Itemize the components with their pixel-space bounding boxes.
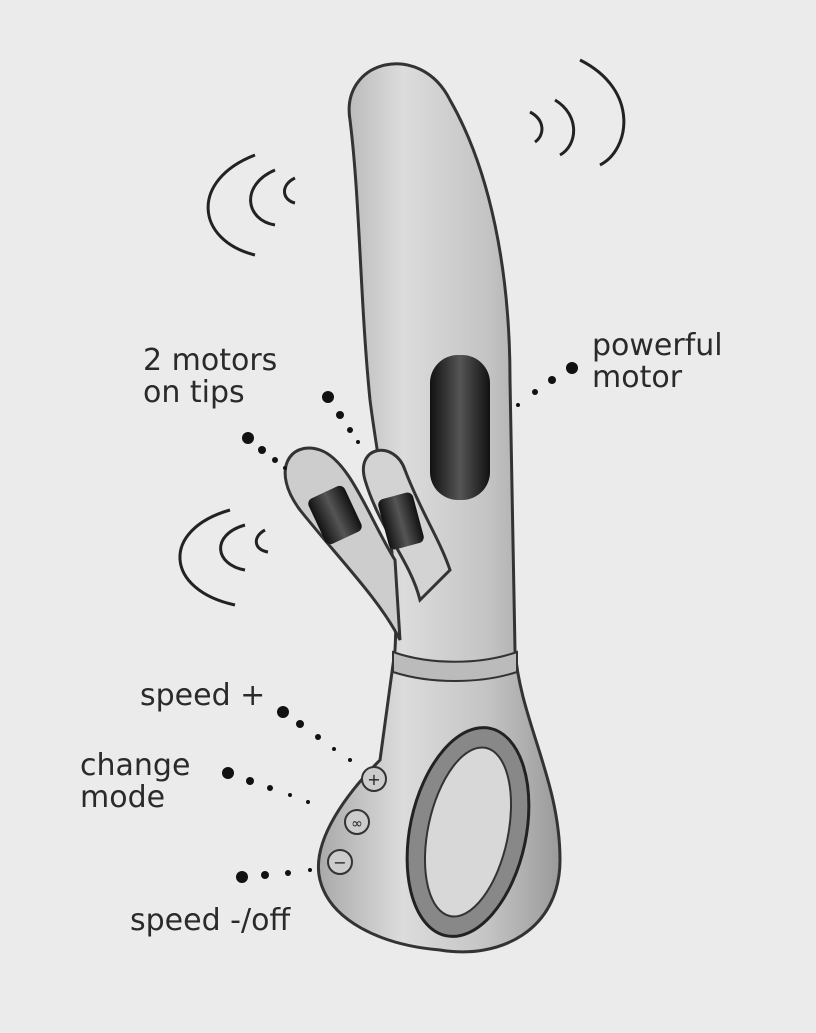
- tip-motor-left: [308, 485, 362, 545]
- main-motor: [430, 355, 490, 500]
- clitoral-arm-left: [283, 446, 402, 641]
- label-change-mode: change mode: [80, 750, 190, 814]
- label-speed-minus: speed -/off: [130, 903, 291, 938]
- label-speed-plus: speed +: [140, 678, 266, 713]
- leader-dots: [222, 362, 578, 883]
- vibration-icon-top-right: [529, 58, 626, 167]
- label-tip-motors-line1: 2 motors: [143, 343, 278, 378]
- tip-motor-right: [378, 492, 424, 550]
- minus-symbol: −: [333, 853, 346, 872]
- handle-ring-inner: [423, 746, 513, 918]
- label-tip-motors: 2 motors on tips: [143, 345, 277, 409]
- speed-minus-button[interactable]: [327, 849, 353, 875]
- change-mode-button[interactable]: [344, 809, 370, 835]
- label-main-motor-line1: powerful: [592, 328, 723, 363]
- label-tip-motors-line2: on tips: [143, 375, 245, 410]
- label-change-mode-line2: mode: [80, 780, 166, 815]
- plus-symbol: +: [367, 770, 380, 789]
- mode-symbol: ∞: [351, 816, 363, 832]
- label-change-mode-line1: change: [80, 748, 191, 783]
- vibration-icon-top-left: [206, 153, 296, 257]
- ring-band: [392, 650, 518, 682]
- label-main-motor-line2: motor: [592, 360, 683, 395]
- label-main-motor: powerful motor: [592, 330, 723, 394]
- speed-plus-button[interactable]: [361, 766, 387, 792]
- vibration-icon-bottom-left: [178, 508, 269, 607]
